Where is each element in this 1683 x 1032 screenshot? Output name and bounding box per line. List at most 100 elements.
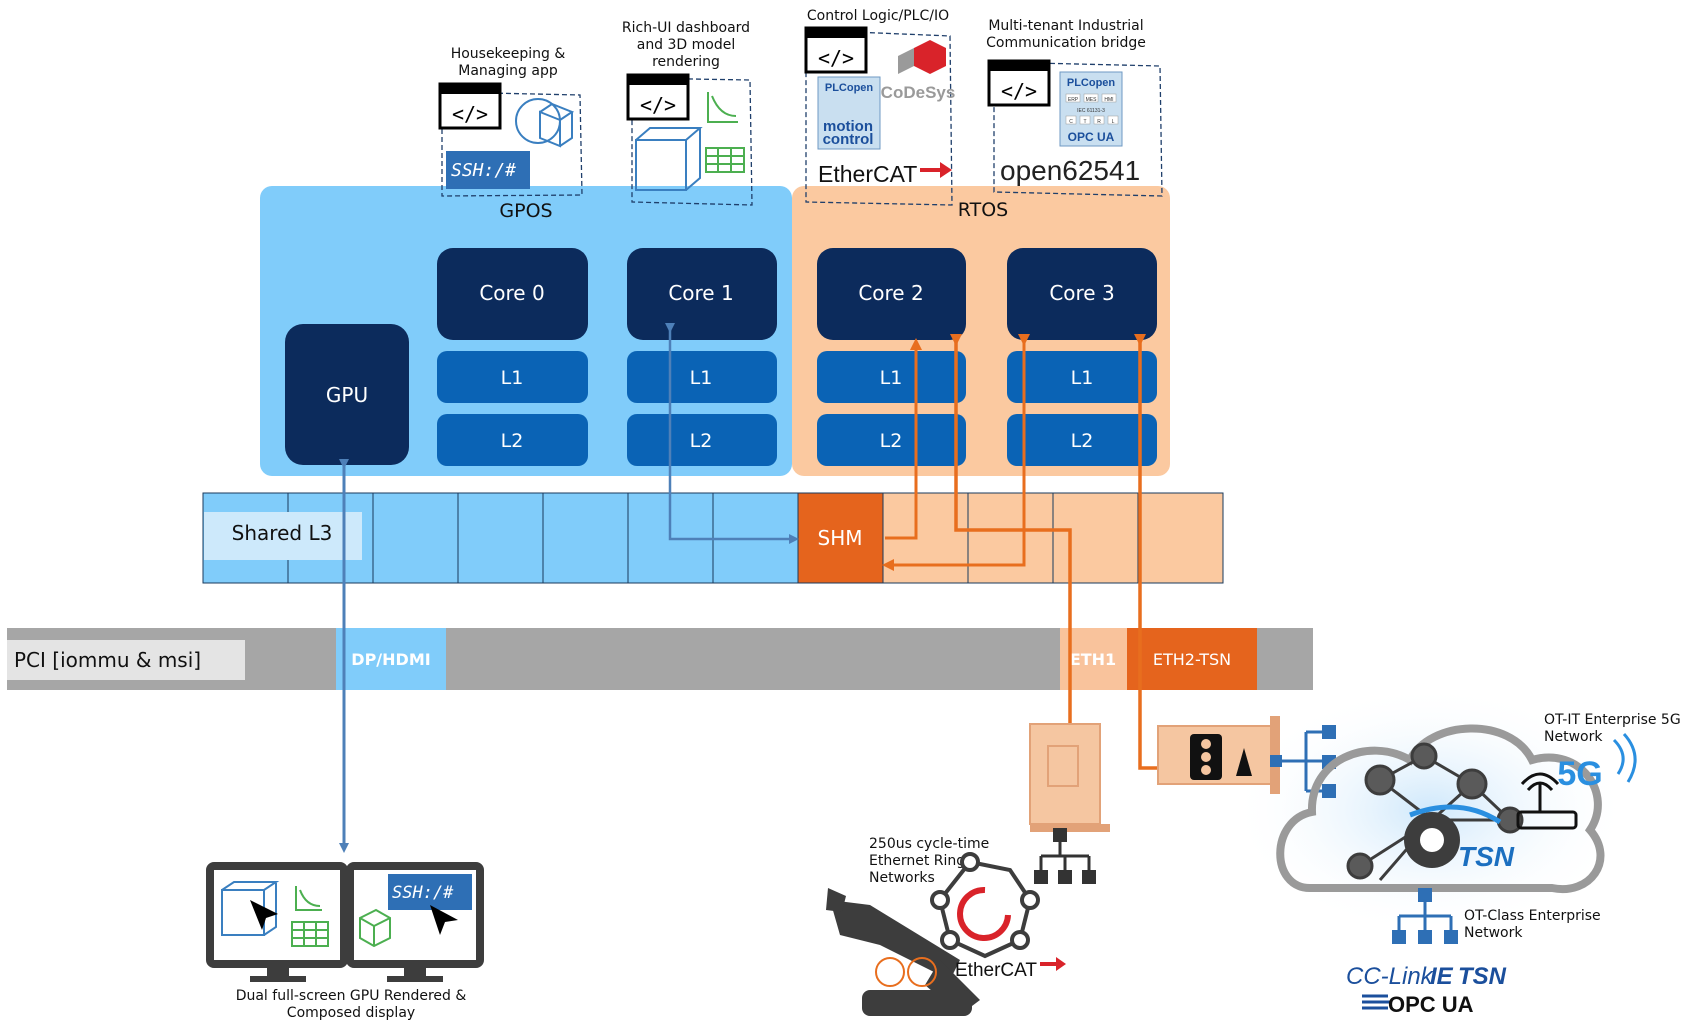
robot-arm-icon [826, 888, 980, 1016]
ring-label-2: Ethernet Ring- [869, 853, 970, 869]
l1-cache-core3: L1 [1007, 351, 1157, 403]
svg-text:L1: L1 [501, 367, 524, 389]
shm-label: SHM [818, 526, 863, 550]
core-0: Core 0 [437, 248, 588, 340]
svg-text:OPC UA: OPC UA [1068, 130, 1115, 144]
richui-label-1: Rich-UI dashboard [622, 20, 750, 36]
svg-text:C: C [1069, 119, 1073, 125]
svg-text:ETH1: ETH1 [1070, 650, 1116, 669]
enterprise-hierarchy-icon [1392, 888, 1458, 944]
l2-cache-core2: L2 [817, 414, 966, 466]
tsn-network-card [1157, 716, 1280, 794]
otclass-label-1: OT-Class Enterprise [1464, 908, 1601, 924]
l2-cache-core3: L2 [1007, 414, 1157, 466]
refresh-cube-icon [515, 98, 575, 148]
code-window-icon-2: </> [626, 73, 690, 121]
pci-label: PCI [iommu & msi] [14, 648, 201, 672]
code-window-icon-3: </> [804, 26, 868, 74]
gpu-block [285, 324, 409, 465]
multitenant-label-1: Multi-tenant Industrial [988, 18, 1143, 34]
rtos-label: RTOS [958, 199, 1008, 221]
l1-cache-core0: L1 [437, 351, 588, 403]
housekeeping-label-2: Managing app [458, 63, 558, 79]
l1-cache-core1: L1 [627, 351, 777, 403]
svg-text:CoDeSys: CoDeSys [881, 83, 956, 102]
svg-text:L2: L2 [690, 430, 713, 452]
plcopen-motion-logo: PLCopen motion control [817, 76, 881, 150]
display-label-1: Dual full-screen GPU Rendered & [236, 988, 467, 1004]
gpu-label: GPU [326, 383, 368, 407]
code-window-icon: </> [438, 82, 502, 130]
ssh-terminal [446, 151, 530, 189]
ethercat-logo: EtherCAT [818, 161, 952, 187]
router-icon [1516, 772, 1578, 830]
housekeeping-label-1: Housekeeping & [451, 46, 566, 62]
svg-text:PLCopen: PLCopen [1067, 77, 1116, 89]
svg-text:control: control [823, 131, 874, 148]
spreadsheet-icon [705, 147, 745, 173]
opcua-logo: OPC UA [1362, 992, 1474, 1017]
svg-text:EtherCAT: EtherCAT [818, 161, 917, 187]
fiveg-logo: 5G [1557, 755, 1602, 793]
ring-label-3: Networks [869, 870, 935, 886]
tsn-gear-icon [1404, 804, 1502, 868]
shm-block [797, 492, 884, 584]
shared-l3-label: Shared L3 [232, 521, 333, 545]
l2-cache-core0: L2 [437, 414, 588, 466]
hierarchy-icon-ring [1034, 828, 1096, 884]
svg-text:TSN: TSN [1458, 963, 1507, 990]
housekeeping-callout [441, 91, 583, 197]
svg-text:L2: L2 [1071, 430, 1094, 452]
svg-text:OPC UA: OPC UA [1388, 992, 1474, 1017]
svg-text:ETH2-TSN: ETH2-TSN [1153, 650, 1231, 669]
svg-text:L: L [1112, 119, 1115, 125]
svg-text:motion: motion [823, 118, 873, 135]
display-label-2: Composed display [287, 1005, 415, 1021]
otit-label-1: OT-IT Enterprise 5G [1544, 712, 1681, 728]
l1-cache-core2: L1 [817, 351, 966, 403]
svg-text:</>: </> [452, 102, 488, 126]
svg-text:Core 3: Core 3 [1049, 281, 1114, 305]
core-3: Core 3 [1007, 248, 1157, 340]
svg-text:PLCopen: PLCopen [825, 82, 874, 94]
svg-text:MES: MES [1086, 97, 1098, 103]
svg-text:Core 1: Core 1 [668, 281, 733, 305]
svg-text:L1: L1 [880, 367, 903, 389]
svg-text:L2: L2 [880, 430, 903, 452]
control-logic-label: Control Logic/PLC/IO [807, 8, 949, 24]
core-1: Core 1 [627, 248, 777, 340]
svg-text:SSH:/#: SSH:/# [451, 160, 516, 181]
signal-waves-icon [1612, 732, 1637, 783]
richui-label-2: and 3D model [637, 37, 736, 53]
ring-network-icon [930, 852, 1040, 959]
svg-text:IE: IE [1430, 963, 1454, 990]
svg-text:L2: L2 [501, 430, 524, 452]
multitenant-callout [993, 61, 1163, 197]
core-2: Core 2 [817, 248, 966, 340]
svg-text:SSH:/#: SSH:/# [392, 883, 454, 903]
multitenant-label-2: Communication bridge [986, 35, 1146, 51]
plcopen-opcua-logo: PLCopen ERP MES HMI IEC 61131-3 C T R L … [1059, 71, 1123, 147]
line-chart-icon [707, 92, 738, 123]
svg-text:</>: </> [1001, 79, 1037, 103]
svg-text:DP/HDMI: DP/HDMI [351, 650, 430, 669]
open62541-logo: open62541 [1000, 155, 1140, 186]
svg-text:</>: </> [640, 93, 676, 117]
monitor-right: SSH:/# [346, 862, 484, 982]
gear-icon [875, 957, 937, 987]
svg-text:L1: L1 [1071, 367, 1094, 389]
richui-callout [631, 77, 753, 206]
monitor-left [206, 862, 348, 982]
l2-cache-core1: L2 [627, 414, 777, 466]
otclass-label-2: Network [1464, 925, 1523, 941]
svg-text:</>: </> [818, 46, 854, 70]
core2-eth1-arrow [950, 334, 1076, 764]
ethercat-logo-bottom: EtherCAT [955, 960, 1037, 981]
dp-hdmi-port [336, 628, 446, 690]
tsn-logo: TSN [1458, 841, 1515, 872]
core1-shm-arrow [665, 323, 799, 544]
svg-text:IEC 61131-3: IEC 61131-3 [1077, 108, 1105, 114]
ring-label-1: 250us cycle-time [869, 836, 989, 852]
svg-text:R: R [1097, 119, 1101, 125]
